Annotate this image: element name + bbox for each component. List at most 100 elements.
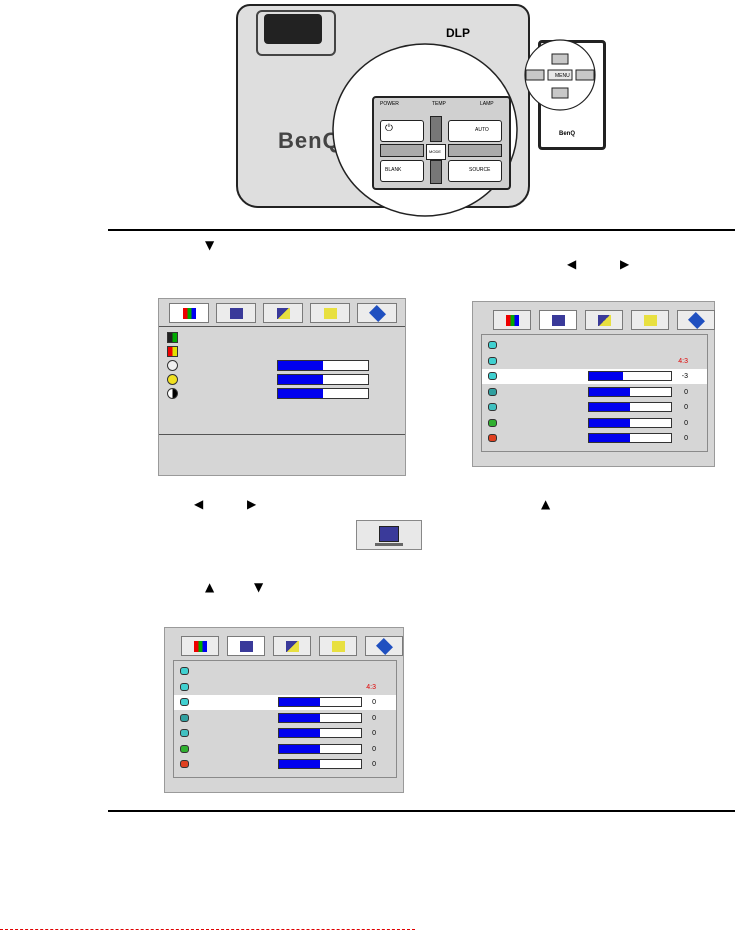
menu-row[interactable]: 4:3 [174, 680, 396, 695]
tab-advanced[interactable] [319, 636, 357, 656]
blank-label: BLANK [385, 167, 402, 173]
menu-row[interactable]: 0 [482, 431, 707, 446]
row-value: 0 [372, 761, 376, 768]
menu-row[interactable]: 0 [174, 742, 396, 757]
setting-icon [286, 641, 299, 652]
display-row-icon [180, 713, 189, 722]
menu-panel [159, 327, 405, 435]
slider-fill [589, 372, 624, 380]
value-slider[interactable] [278, 728, 362, 738]
row-value: 0 [684, 419, 688, 427]
menu-row[interactable] [159, 345, 405, 360]
menu-row[interactable] [174, 664, 396, 679]
auto-button[interactable]: AUTO [448, 120, 502, 142]
display-row-icon [488, 403, 497, 411]
mode-button[interactable]: MODE [426, 144, 446, 160]
menu-row[interactable] [159, 331, 405, 346]
value-slider[interactable] [588, 371, 672, 381]
source-button[interactable]: SOURCE [448, 160, 502, 182]
menu-row[interactable]: 4:3 [482, 354, 707, 369]
bottom-divider [108, 810, 735, 812]
display-row-icon [488, 341, 497, 349]
picture-icon [194, 641, 207, 652]
menu-row[interactable]: -3 [482, 369, 707, 384]
value-slider[interactable] [588, 386, 672, 397]
row-value: 0 [684, 388, 688, 396]
display-row-icon [180, 760, 189, 768]
tab-picture[interactable] [181, 636, 219, 656]
picture-icon [183, 308, 196, 319]
lens-housing [256, 10, 336, 56]
picture-icon [506, 315, 519, 326]
row-value: 4:3 [678, 357, 688, 365]
menu-row[interactable]: 0 [174, 695, 396, 710]
display-row-icon [180, 744, 189, 753]
remote-brand: BenQ [559, 131, 576, 137]
color-icon [167, 346, 178, 357]
menu-row[interactable]: 0 [174, 711, 396, 726]
dlp-logo: DLP [446, 26, 470, 40]
source-label: SOURCE [469, 167, 491, 173]
tab-display[interactable] [227, 636, 265, 656]
down-arrow-icon: ▼ [254, 580, 264, 594]
menu-row[interactable]: 0 [174, 757, 396, 772]
keypad-panel: POWER TEMP LAMP ⏻ AUTO MODE BLANK SOURCE [372, 96, 511, 190]
menu-row[interactable] [482, 338, 707, 353]
setting-icon [277, 308, 290, 319]
tab-setting[interactable] [585, 310, 623, 330]
tab-information[interactable] [365, 636, 403, 656]
menu-row[interactable]: 0 [482, 400, 707, 415]
slider-fill [279, 744, 320, 753]
display-row-icon [488, 387, 497, 396]
menu-row[interactable] [159, 387, 405, 402]
tab-picture[interactable] [169, 303, 209, 323]
menu-row[interactable]: 0 [174, 726, 396, 741]
setting-icon [598, 315, 611, 326]
projector-illustration: DLP BenQ POWER TEMP LAMP ⏻ AUTO MODE BLA… [230, 0, 610, 218]
advanced-icon [324, 308, 337, 319]
slider-fill [279, 760, 320, 768]
display-menu-top: 4:3 -3 0 0 0 0 [472, 301, 715, 467]
tab-information[interactable] [357, 303, 397, 323]
value-slider[interactable] [278, 743, 362, 754]
value-slider[interactable] [277, 374, 369, 385]
menu-separator [159, 326, 405, 327]
value-slider[interactable] [588, 433, 672, 443]
menu-row[interactable] [159, 373, 405, 388]
tab-display[interactable] [216, 303, 256, 323]
sharpness-icon [167, 360, 178, 371]
row-value: 0 [372, 745, 376, 753]
power-button[interactable]: ⏻ [380, 120, 424, 142]
keypad-up-button[interactable] [430, 116, 442, 142]
remote-menu-label: MENU [555, 73, 570, 79]
display-row-icon [488, 356, 497, 365]
keypad-right-button[interactable] [448, 144, 502, 157]
menu-row[interactable]: 0 [482, 385, 707, 400]
row-value: 0 [684, 404, 688, 411]
menu-row[interactable] [159, 359, 405, 374]
keypad-left-button[interactable] [380, 144, 424, 157]
tab-picture[interactable] [493, 310, 531, 330]
tab-advanced[interactable] [631, 310, 669, 330]
value-slider[interactable] [277, 388, 369, 399]
menu-row[interactable]: 0 [482, 416, 707, 431]
value-slider[interactable] [278, 697, 362, 707]
value-slider[interactable] [588, 402, 672, 412]
tab-display[interactable] [539, 310, 577, 330]
indicator-power: POWER [380, 101, 399, 107]
keypad-down-button[interactable] [430, 160, 442, 184]
value-slider[interactable] [278, 712, 362, 723]
tab-advanced[interactable] [310, 303, 350, 323]
left-arrow-icon: ◀ [567, 257, 577, 271]
value-slider[interactable] [278, 759, 362, 769]
information-icon [376, 638, 393, 655]
picture-menu [158, 298, 406, 476]
indicator-temp: TEMP [432, 101, 446, 107]
blank-button[interactable]: BLANK [380, 160, 424, 182]
display-tab-enlarged [356, 520, 422, 550]
value-slider[interactable] [588, 417, 672, 428]
tab-setting[interactable] [263, 303, 303, 323]
tab-information[interactable] [677, 310, 715, 330]
value-slider[interactable] [277, 360, 369, 371]
tab-setting[interactable] [273, 636, 311, 656]
